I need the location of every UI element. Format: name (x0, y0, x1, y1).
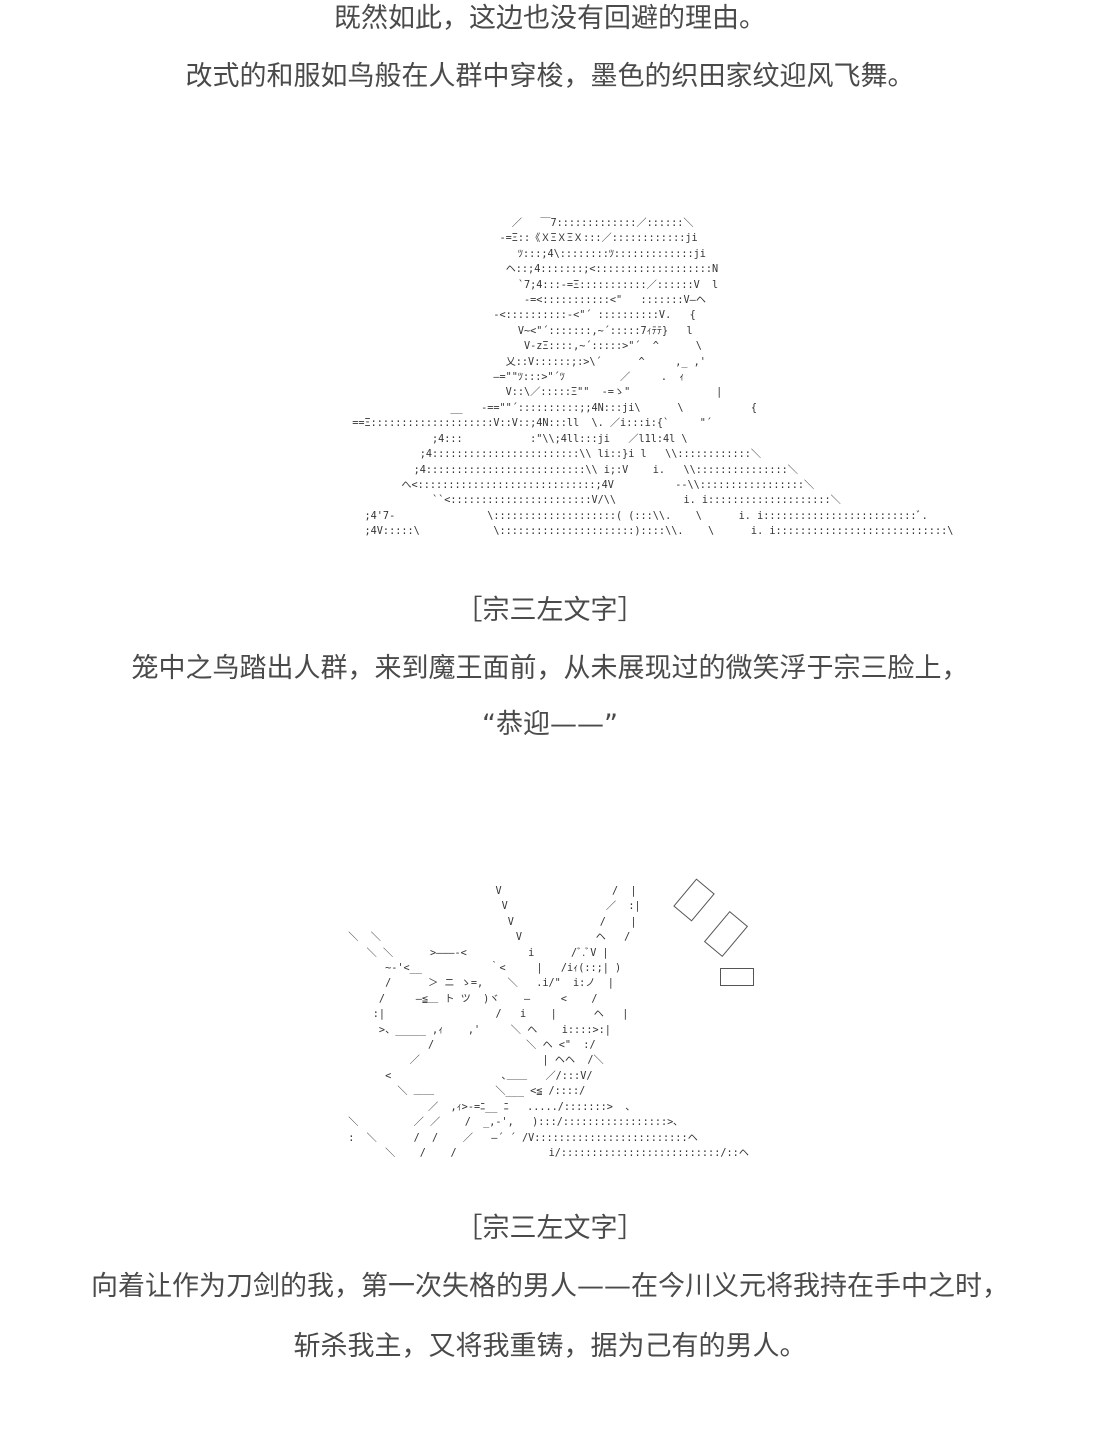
paragraph-3-line-2: 斩杀我主，又将我重铸，据为己有的男人。 (293, 1331, 807, 1362)
paragraph-1-line-2: 改式的和服如鸟般在人群中穿梭，墨色的织田家纹迎风飞舞。 (185, 61, 915, 92)
caption-1: ［宗三左文字］ (455, 595, 645, 626)
paragraph-2-line-1: 笼中之鸟踏出人群，来到魔王面前，从未展现过的微笑浮于宗三脸上， (131, 653, 969, 684)
ascii-art-bird-cage: V / | V ／ :| V / | ＼ ＼ V ヘ / ＼ ＼ >―――-< (348, 886, 749, 1159)
paragraph-2-line-2: “恭迎——” (482, 709, 618, 740)
paragraph-1-line-1: 既然如此，这边也没有回避的理由。 (334, 3, 766, 34)
cage-bar-icon (720, 968, 754, 986)
ascii-art-souza-samonji: ／ ￣7:::::::::::::／::::::＼ -=Ξ::《ＸΞＸΞＸ:::… (352, 218, 954, 538)
caption-2: ［宗三左文字］ (455, 1213, 645, 1244)
paragraph-3-line-1: 向着让作为刀剑的我，第一次失格的男人——在今川义元将我持在手中之时， (91, 1271, 1009, 1302)
